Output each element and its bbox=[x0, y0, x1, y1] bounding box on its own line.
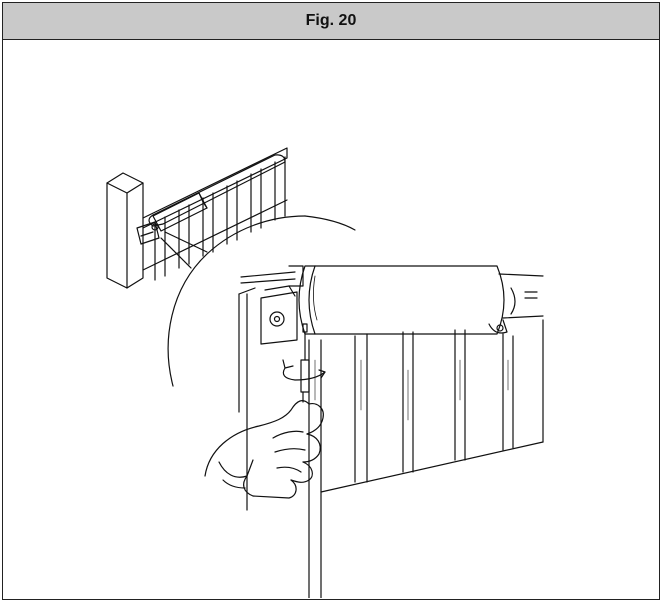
enlarged-fence bbox=[309, 320, 543, 598]
rotation-arrow-icon bbox=[283, 360, 325, 380]
enlarged-gate-post bbox=[239, 266, 303, 510]
figure-title: Fig. 20 bbox=[305, 12, 357, 29]
screwdriver bbox=[301, 324, 309, 402]
enlarged-motor-housing bbox=[299, 266, 543, 334]
hand bbox=[205, 401, 323, 498]
overview-gate bbox=[107, 148, 287, 288]
figure-title-bar: Fig. 20 bbox=[3, 3, 659, 40]
gate-operator-drawing bbox=[3, 40, 659, 598]
figure-illustration bbox=[3, 40, 659, 598]
magnifier-circle bbox=[168, 216, 355, 386]
